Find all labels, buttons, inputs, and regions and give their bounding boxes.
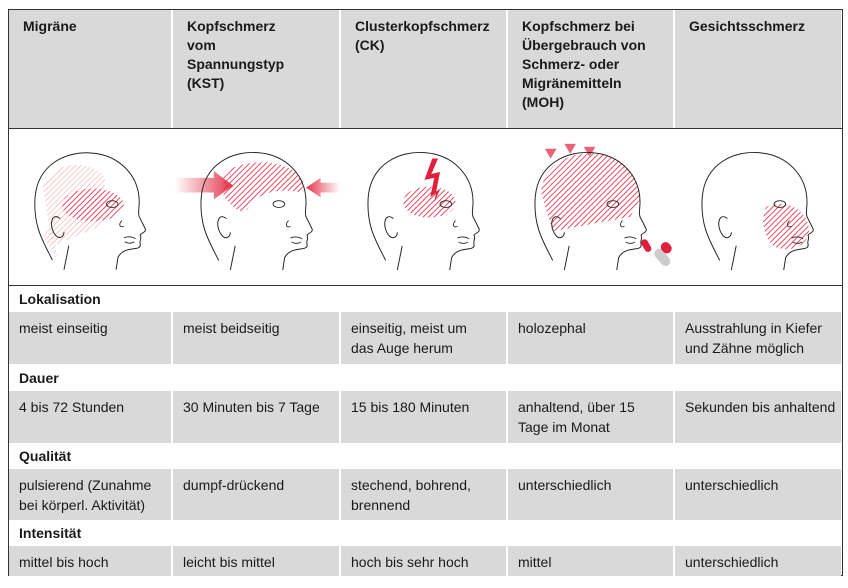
table-cell: meist einseitig [9, 312, 173, 364]
section-title: Qualität [19, 448, 72, 464]
column-header-migraine: Migräne [9, 10, 173, 128]
table-cell: 15 bis 180 Minuten [341, 391, 508, 443]
head-illustration-tension [173, 129, 341, 285]
column-header-moh: Kopfschmerz bei Übergebrauch von Schmerz… [508, 10, 675, 128]
table-cell: hoch bis sehr hoch [341, 546, 508, 576]
head-cluster-icon [367, 152, 480, 271]
table-cell: Ausstrahlung in Kiefer und Zähne möglich [675, 312, 841, 364]
column-header-cluster: Clusterkopfschmerz (CK) [341, 10, 508, 128]
table-cell: holozephal [508, 312, 675, 364]
header-row: Migräne Kopfschmerz vom Spannungstyp (KS… [9, 10, 842, 129]
table-cell: einseitig, meist um das Auge herum [341, 312, 508, 364]
table-cell: 30 Minuten bis 7 Tage [173, 391, 341, 443]
table-cell: dumpf-drückend [173, 469, 341, 520]
head-illustration-moh [508, 129, 675, 285]
head-illustration-facial [675, 129, 841, 285]
head-facial-icon [700, 152, 814, 271]
table-cell: stechend, bohrend, brennend [341, 469, 508, 520]
table-cell: unterschiedlich [675, 469, 841, 520]
section-title: Dauer [19, 370, 59, 386]
table-cell: Sekunden bis anhaltend [675, 391, 841, 443]
table-cell: anhaltend, über 15 Tage im Monat [508, 391, 675, 443]
table-cell: meist beidseitig [173, 312, 341, 364]
table-cell: mittel bis hoch [9, 546, 173, 576]
table-cell: leicht bis mittel [173, 546, 341, 576]
head-illustration-migraine [9, 129, 173, 285]
head-tension-icon [174, 152, 340, 271]
section-title: Lokalisation [19, 291, 101, 307]
table-cell: unterschiedlich [675, 546, 841, 576]
head-illustration-cluster [341, 129, 508, 285]
table-row: pulsierend (Zunahme bei körperl. Aktivit… [9, 469, 842, 520]
table-cell: 4 bis 72 Stunden [9, 391, 173, 443]
illustration-row [9, 129, 842, 286]
table-cell: mittel [508, 546, 675, 576]
column-header-tension: Kopfschmerz vom Spannungstyp (KST) [173, 10, 341, 128]
section-title: Intensität [19, 525, 82, 541]
column-header-facial: Gesichtsschmerz [675, 10, 841, 128]
headache-comparison-table: Migräne Kopfschmerz vom Spannungstyp (KS… [8, 9, 843, 576]
head-moh-icon [534, 143, 672, 271]
head-migraine-icon [34, 152, 146, 270]
table-cell: pulsierend (Zunahme bei körperl. Aktivit… [9, 469, 173, 520]
table-cell: unterschiedlich [508, 469, 675, 520]
